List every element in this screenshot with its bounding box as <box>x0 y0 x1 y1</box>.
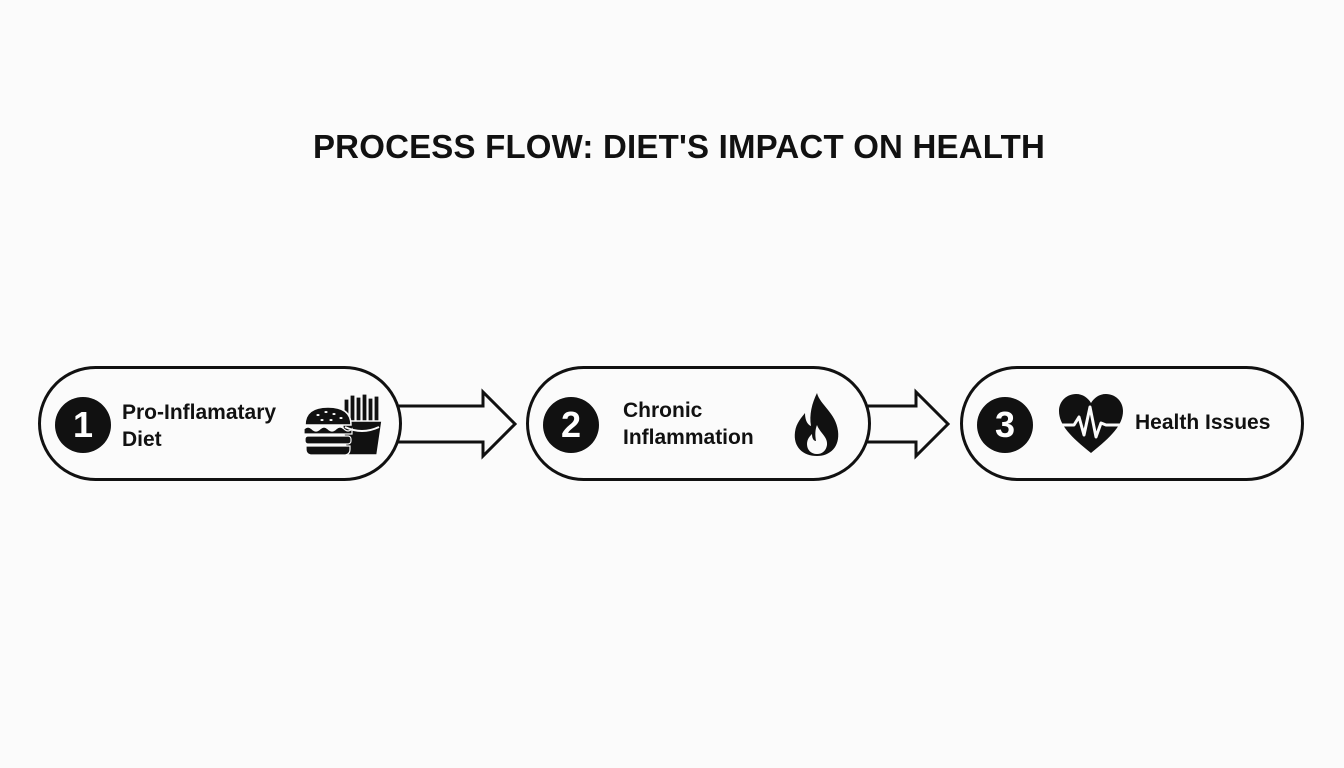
step-1-number-badge: 1 <box>55 397 111 453</box>
flame-icon <box>794 393 839 456</box>
step-2-label-line-2: Inflammation <box>623 426 754 449</box>
flow-arrow-2-to-3 <box>867 388 951 460</box>
step-2-label: Chronic Inflammation <box>623 397 754 451</box>
step-1-pill: 1 Pro-Inflamatary Diet <box>38 366 402 481</box>
heart-pulse-icon <box>1058 394 1124 453</box>
step-1-label-line-1: Pro-Inflamatary <box>122 401 277 424</box>
flow-arrow-1-to-2 <box>398 388 518 460</box>
step-3-number-badge: 3 <box>977 397 1033 453</box>
step-3-label-line-1: Health Issues <box>1135 411 1271 434</box>
step-2-label-line-1: Chronic <box>623 399 703 422</box>
step-2-number-badge: 2 <box>543 397 599 453</box>
step-1-label: Pro-Inflamatary Diet <box>122 399 276 453</box>
step-3-pill: 3 Health Issues <box>960 366 1304 481</box>
step-1-label-line-2: Diet <box>122 428 162 451</box>
step-3-label: Health Issues <box>1135 409 1270 436</box>
burger-fries-icon <box>303 393 383 456</box>
diagram-title: PROCESS FLOW: DIET'S IMPACT ON HEALTH <box>312 128 1046 165</box>
step-2-pill: 2 Chronic Inflammation <box>526 366 871 481</box>
